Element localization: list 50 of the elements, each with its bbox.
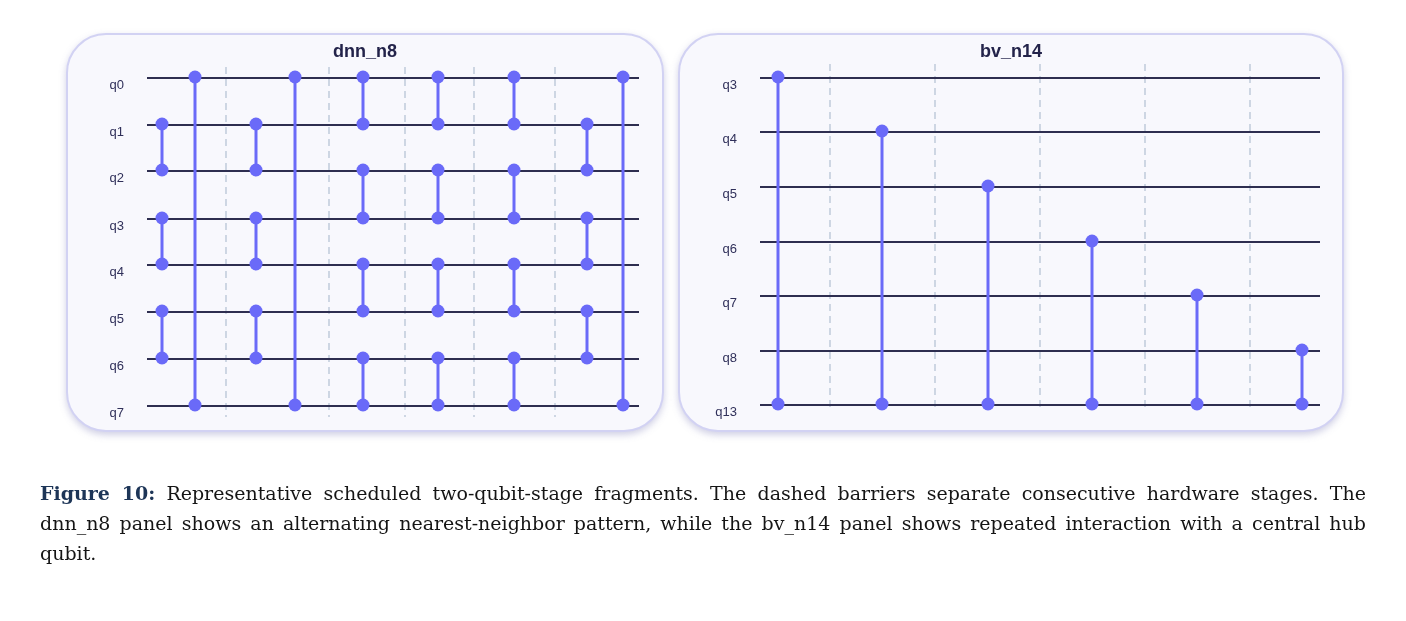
qubit-label: q8 xyxy=(722,350,737,365)
gate-line xyxy=(356,351,370,412)
gate-line xyxy=(507,257,521,318)
qubit-label: q2 xyxy=(109,170,124,185)
panel-title: bv_n14 xyxy=(980,41,1042,62)
gate-line xyxy=(981,179,995,411)
gate-line xyxy=(616,70,630,412)
qubit-label: q5 xyxy=(722,186,737,201)
gate-line xyxy=(288,70,302,412)
gate-line xyxy=(431,257,445,318)
gate-line xyxy=(431,163,445,225)
qubit-label: q3 xyxy=(722,77,737,92)
gate-line xyxy=(580,304,594,365)
gate-line xyxy=(249,304,263,365)
gate-line xyxy=(507,351,521,412)
figure-caption: Figure 10: Representative scheduled two-qubit-stage fragments. The dashed barriers separate consecutive hardware stages. The dnn_n8 panel shows an alternating nearest-neighbor pattern, while the bv_n14 panel shows repeated interaction with a central hub qubit. xyxy=(40,481,1366,566)
qubit-label: q4 xyxy=(109,264,124,279)
gate-line xyxy=(249,211,263,271)
gate-line xyxy=(188,70,202,412)
qubit-label: q6 xyxy=(109,358,124,373)
qubit-label: q5 xyxy=(109,311,124,326)
gate-line xyxy=(431,351,445,412)
qubit-label: q7 xyxy=(722,295,737,310)
gate-line xyxy=(155,211,169,271)
gate-line xyxy=(356,163,370,225)
qubit-label: q13 xyxy=(715,404,737,419)
circuit-panel xyxy=(678,33,1344,432)
circuit-panel xyxy=(66,33,664,432)
gate-line xyxy=(155,117,169,177)
gate-line xyxy=(580,211,594,271)
gate-line xyxy=(875,124,889,411)
gate-line xyxy=(507,163,521,225)
qubit-label: q7 xyxy=(109,405,124,420)
gate-line xyxy=(1085,234,1099,411)
qubit-label: q1 xyxy=(109,124,124,139)
gate-line xyxy=(155,304,169,365)
gate-line xyxy=(771,70,785,411)
gate-line xyxy=(431,70,445,131)
qubit-label: q6 xyxy=(722,241,737,256)
qubit-label: q4 xyxy=(722,131,737,146)
panel-title: dnn_n8 xyxy=(333,41,397,62)
qubit-label: q3 xyxy=(109,218,124,233)
gate-line xyxy=(249,117,263,177)
gate-line xyxy=(356,257,370,318)
qubit-label: q0 xyxy=(109,77,124,92)
gate-line xyxy=(356,70,370,131)
gate-line xyxy=(1190,288,1204,411)
gate-line xyxy=(580,117,594,177)
gate-line xyxy=(507,70,521,131)
gate-line xyxy=(1295,343,1309,411)
